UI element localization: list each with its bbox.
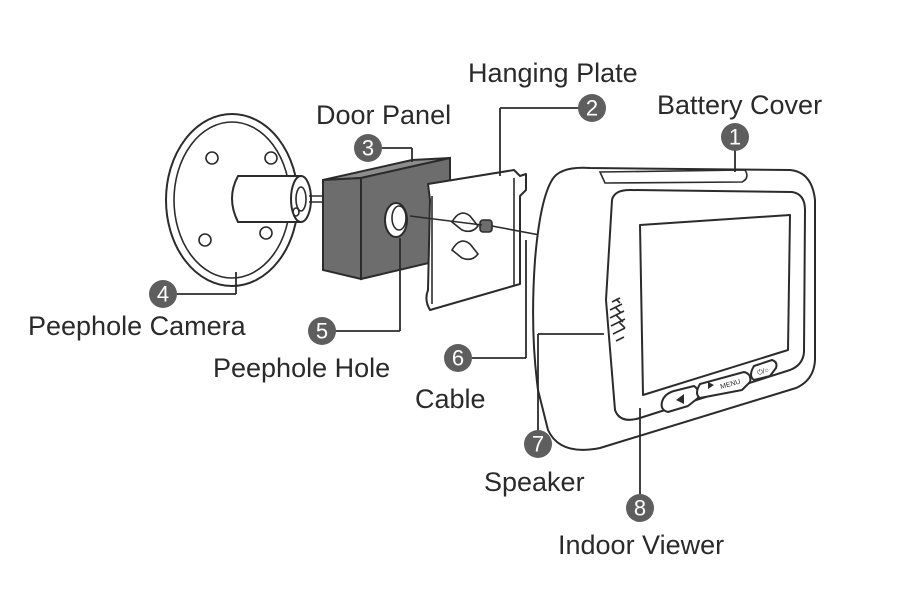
label-indoor-viewer: 8 Indoor Viewer [558, 494, 724, 560]
label-battery-cover: 1 Battery Cover [657, 90, 822, 151]
badge-8 [626, 494, 654, 522]
badge-7 [524, 430, 552, 458]
hanging-plate-label: Hanging Plate [468, 58, 638, 88]
door-panel-label: Door Panel [316, 100, 451, 130]
label-hanging-plate: 2 Hanging Plate [468, 58, 638, 122]
badge-3-number: 3 [362, 136, 374, 161]
label-speaker: 7 Speaker [484, 430, 585, 497]
badge-6 [444, 344, 472, 372]
viewer-buttons: MENU ⏻/○ [660, 359, 778, 413]
indoor-viewer-label: Indoor Viewer [558, 530, 724, 560]
menu-button[interactable] [696, 371, 752, 399]
label-door-panel: 3 Door Panel [316, 100, 451, 162]
leader-lines [177, 107, 736, 496]
power-button-label: ⏻/○ [756, 366, 769, 377]
badge-7-number: 7 [532, 432, 544, 457]
power-button[interactable] [750, 359, 778, 381]
badge-5-number: 5 [316, 319, 328, 344]
badge-2 [578, 94, 606, 122]
badge-5 [308, 317, 336, 345]
cable-label: Cable [415, 384, 486, 414]
speaker-label: Speaker [484, 467, 585, 497]
peephole-hole-label: Peephole Hole [213, 353, 390, 383]
badge-6-number: 6 [452, 346, 464, 371]
label-peephole-hole: 5 Peephole Hole [213, 317, 390, 383]
badge-1-number: 1 [729, 125, 741, 150]
peephole-camera-label: Peephole Camera [28, 311, 247, 341]
badge-8-number: 8 [634, 496, 646, 521]
indoor-viewer: MENU ⏻/○ [532, 166, 816, 451]
badge-1 [721, 123, 749, 151]
battery-cover-label: Battery Cover [657, 90, 822, 120]
badge-3 [354, 134, 382, 162]
label-peephole-camera: 4 Peephole Camera [28, 280, 247, 341]
badge-2-number: 2 [586, 96, 598, 121]
peephole-camera [165, 113, 326, 287]
speaker-grill [609, 297, 626, 342]
badge-4 [149, 280, 177, 308]
badge-4-number: 4 [157, 282, 169, 307]
label-cable: 6 Cable [415, 344, 486, 414]
hanging-plate [409, 169, 546, 311]
